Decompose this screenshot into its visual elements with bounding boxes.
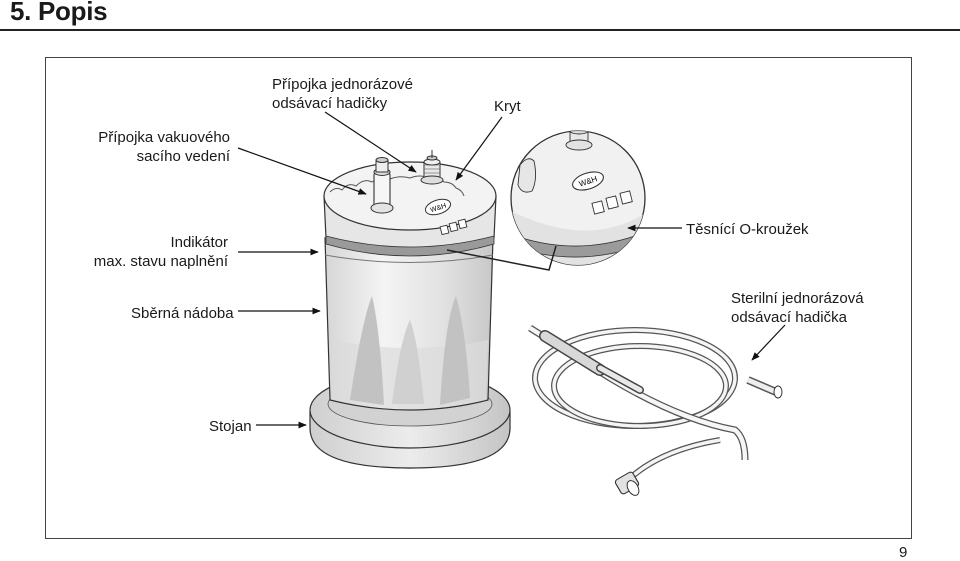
brand-logo-icon: W&H bbox=[424, 198, 452, 216]
lid bbox=[323, 161, 497, 257]
label-vacuum-connector: Přípojka vakuového sacího vedení bbox=[98, 129, 230, 165]
label-collection-container: Sběrná nádoba bbox=[131, 305, 234, 322]
label-tube-connector: Přípojka jednorázové odsávací hadičky bbox=[272, 76, 413, 112]
do-not-reuse-icon bbox=[457, 218, 468, 230]
suction-tube bbox=[528, 325, 783, 496]
container-symbol-icon bbox=[439, 224, 450, 236]
vacuum-connector-port bbox=[370, 157, 394, 214]
label-lid: Kryt bbox=[494, 98, 521, 115]
page-number: 9 bbox=[899, 544, 908, 561]
title-divider bbox=[0, 29, 960, 31]
detail-zoom-view: W&H bbox=[446, 130, 646, 271]
collection-container bbox=[324, 237, 494, 411]
single-use-symbol-icon bbox=[448, 221, 459, 233]
section-title: 5. Popis bbox=[10, 0, 108, 26]
figure-frame bbox=[45, 57, 912, 539]
label-suction-tube: Sterilní jednorázová odsávací hadička bbox=[731, 290, 864, 326]
leader-arrows bbox=[237, 111, 786, 429]
label-stand: Stojan bbox=[209, 418, 252, 435]
tube-connector-port bbox=[420, 150, 444, 185]
label-o-ring: Těsnící O-kroužek bbox=[686, 221, 809, 238]
label-fill-indicator: Indikátor max. stavu naplnění bbox=[93, 234, 228, 270]
svg-text:W&H: W&H bbox=[430, 203, 448, 215]
